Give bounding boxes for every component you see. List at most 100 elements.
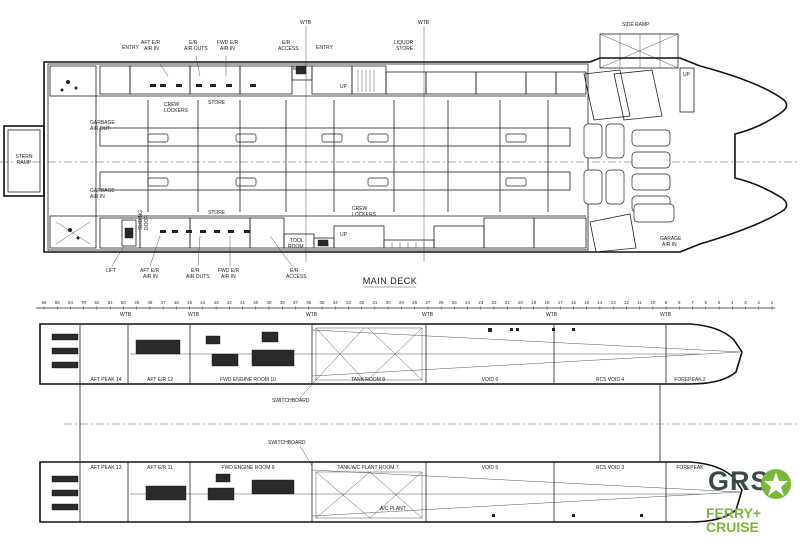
frame-number: 39 <box>266 300 272 305</box>
stern-ramp <box>3 125 45 197</box>
frame-number: 49 <box>134 300 140 305</box>
frame-number: 42 <box>227 300 233 305</box>
frame-number: 32 <box>359 300 365 305</box>
wtb-marker: WTB <box>300 20 312 26</box>
switchboard-label: SWITCHBOARD <box>272 398 310 404</box>
frame-number: 47 <box>161 300 167 305</box>
frame-number: 52 <box>94 300 100 305</box>
garage-lanes <box>99 100 571 212</box>
tank-room-8-label: TANK ROOM 8 <box>351 377 385 383</box>
frame-number: 51 <box>108 300 114 305</box>
frame-number: 25 <box>452 300 458 305</box>
frame-number: 16 <box>571 300 577 305</box>
wtb-marker: WTB <box>120 312 132 318</box>
frame-number: 50 <box>121 300 127 305</box>
frame-number: 23 <box>478 300 484 305</box>
frame-number: 5 <box>718 300 721 305</box>
logo-grs-text: GRS <box>708 466 770 496</box>
top-band-rooms <box>99 65 587 95</box>
bottom-band-rooms <box>99 217 587 249</box>
frame-number: 24 <box>465 300 471 305</box>
lift-label: LIFT <box>106 268 116 274</box>
forepeak-label: FOREPEAK <box>676 465 704 471</box>
store-label-bottom: STORE <box>208 210 226 216</box>
frame-number: 38 <box>280 300 286 305</box>
frame-number: 33 <box>346 300 352 305</box>
frame-number: 56 <box>41 300 47 305</box>
tank-plant-room-7-label: TANK/A/C PLANT ROOM 7 <box>337 465 398 471</box>
frame-number: 3 <box>744 300 747 305</box>
sliding-door-label: SLIDINGDOOR <box>138 210 150 230</box>
forepeak-2-label: FOREPEAK 2 <box>674 377 706 383</box>
frame-number: 1 <box>771 300 774 305</box>
frame-number: 36 <box>306 300 312 305</box>
aft-peak-14-label: AFT PEAK 14 <box>90 377 121 383</box>
frame-number: 40 <box>253 300 259 305</box>
store-label: STORE <box>208 100 226 106</box>
frame-number: 37 <box>293 300 299 305</box>
fwd-engine-room-9-label: FWD ENGINE ROOM 9 <box>221 465 274 471</box>
wtb-marker: WTB <box>546 312 558 318</box>
void-5-label: VOID 5 <box>482 465 499 471</box>
rcs-void-4-label: RCS VOID 4 <box>596 377 625 383</box>
wtb-marker: WTB <box>188 312 200 318</box>
logo-cruise-text: CRUISE <box>706 519 759 535</box>
frame-number: 6 <box>705 300 708 305</box>
frame-number: 48 <box>147 300 153 305</box>
frame-number: 41 <box>240 300 246 305</box>
frame-number: 44 <box>200 300 206 305</box>
aft-er-12-label: AFT E/R 12 <box>147 377 173 383</box>
fwd-engine-room-10-label: FWD ENGINE ROOM 10 <box>220 377 276 383</box>
mes-label: MES <box>293 66 305 72</box>
frame-number: 34 <box>333 300 339 305</box>
frame-number: 46 <box>174 300 180 305</box>
frame-number: 17 <box>558 300 564 305</box>
up-label-bottom: UP <box>340 232 348 238</box>
wtb-marker: WTB <box>660 312 672 318</box>
frame-number: 2 <box>758 300 761 305</box>
frame-number: 4 <box>731 300 734 305</box>
aft-peak-13-label: AFT PEAK 13 <box>90 465 121 471</box>
up-label: UP <box>340 84 348 90</box>
rcs-void-3-label: RCS VOID 3 <box>596 465 625 471</box>
frame-number: 26 <box>439 300 445 305</box>
entry-label: ENTRY <box>122 45 140 51</box>
parked-cars <box>583 123 675 223</box>
frame-number: 11 <box>637 300 642 305</box>
frame-number: 19 <box>531 300 537 305</box>
frame-number: 8 <box>678 300 681 305</box>
logo-star-icon <box>761 469 791 499</box>
frame-number: 18 <box>544 300 550 305</box>
wtb-marker: WTB <box>422 312 434 318</box>
main-deck-title: MAIN DECK <box>363 276 418 286</box>
frame-number: 21 <box>505 300 511 305</box>
frame-number: 43 <box>214 300 220 305</box>
frame-number: 54 <box>68 300 74 305</box>
aft-er-11-label: AFT E/R 11 <box>147 465 173 471</box>
switchboard-label-2: SWITCHBOARD <box>268 440 306 446</box>
frame-number: 10 <box>650 300 656 305</box>
mes-label-bottom: MES <box>318 242 330 248</box>
wtb-marker: WTB <box>306 312 318 318</box>
frame-number: 9 <box>665 300 668 305</box>
frame-number: 7 <box>691 300 694 305</box>
frame-number: 14 <box>597 300 603 305</box>
grs-ferry-cruise-logo: GRS FERRY+ CRUISE <box>696 462 800 548</box>
frame-number: 20 <box>518 300 524 305</box>
engine-machinery-upper <box>51 331 295 369</box>
side-ramp-label: SIDE RAMP <box>622 22 650 28</box>
frame-number: 15 <box>584 300 590 305</box>
